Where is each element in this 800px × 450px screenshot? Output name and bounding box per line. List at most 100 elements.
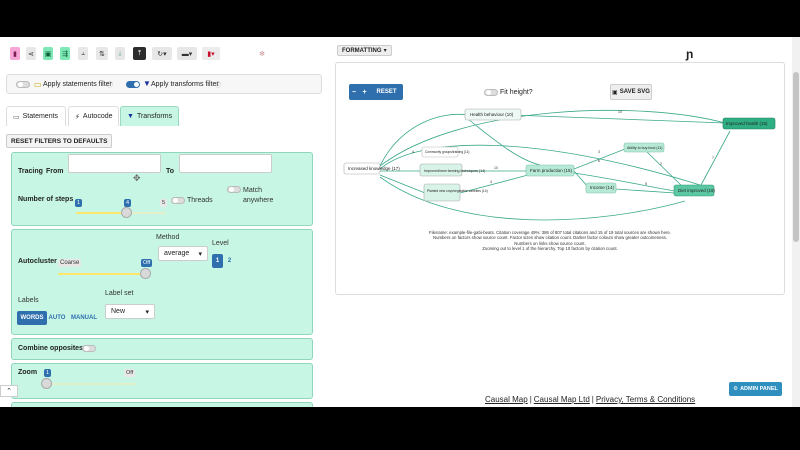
graph-reset-button[interactable]: RESET [376, 89, 397, 95]
tab-statements[interactable]: ▭ Statements [6, 106, 66, 126]
zoom-title: Zoom [18, 369, 38, 376]
autocluster-slider-handle[interactable] [140, 268, 151, 279]
graph-caption: Filename: example-file-gabi-beats. Citat… [400, 230, 700, 252]
zoom-slider-track[interactable] [46, 383, 136, 385]
threads-toggle[interactable] [171, 197, 185, 204]
footer-link-causal-map[interactable]: Causal Map [485, 395, 528, 404]
footer-separator: | [591, 395, 594, 404]
label-auto-button[interactable]: AUTO [48, 311, 66, 325]
reset-filters-button[interactable]: RESET FILTERS TO DEFAULTS [6, 134, 113, 148]
zoom-slider-handle[interactable] [41, 378, 52, 389]
graph-link [699, 130, 731, 188]
footer: Causal Map | Causal Map Ltd | Privacy, T… [485, 395, 695, 404]
tab-autocode[interactable]: ⚡ Autocode [68, 106, 119, 126]
graph-node[interactable] [722, 117, 776, 130]
graph-link [379, 113, 469, 167]
collapse-up-button[interactable]: ⌃ [0, 385, 18, 397]
graph-node[interactable] [423, 183, 461, 202]
zoom-out-icon[interactable]: − [351, 88, 357, 96]
zoom-in-icon[interactable]: + [362, 88, 367, 96]
graph-card [335, 62, 785, 295]
tracing-panel: Tracing From To ✥ Number of steps 1 4 5 … [11, 152, 313, 226]
statements-filter-toggle[interactable] [16, 81, 30, 88]
footer-link-privacy[interactable]: Privacy, Terms & Conditions [595, 395, 696, 404]
graph-node[interactable] [623, 142, 665, 153]
page-scrollbar-thumb[interactable] [793, 72, 799, 242]
graph-link-label: 7 [712, 156, 714, 160]
label-auto-text: AUTO [48, 315, 66, 321]
causal-graph[interactable]: 4 10 4 3 10 5 7 2 6 Increased knowledge … [340, 105, 780, 225]
graph-link [379, 144, 701, 186]
threads-label: Threads [187, 197, 213, 204]
level-2-label: 2 [227, 258, 232, 264]
graph-node[interactable] [673, 184, 715, 197]
combine-opposites-toggle[interactable] [82, 345, 96, 352]
steps-min-label: 1 [75, 199, 83, 207]
keyboard-dropdown-icon[interactable]: ▬▾ [177, 47, 197, 60]
match-anywhere-toggle[interactable] [227, 186, 241, 193]
graph-node[interactable] [464, 108, 522, 121]
graph-node[interactable] [525, 164, 575, 177]
chevron-down-icon: ▾ [383, 48, 387, 54]
graph-link [379, 109, 726, 167]
save-svg-button[interactable]: ▣ SAVE SVG [610, 84, 652, 100]
label-words-button[interactable]: WORDS [17, 311, 47, 325]
method-select[interactable]: average ▾ [158, 246, 208, 261]
help-icon[interactable]: ⓘ [107, 83, 114, 89]
level-label: Level [212, 240, 229, 247]
from-input[interactable] [68, 154, 161, 173]
save-icon: ▣ [612, 89, 618, 96]
steps-slider-handle[interactable] [121, 207, 132, 218]
tab-transforms[interactable]: ▼ Transforms [120, 106, 179, 126]
graph-link [459, 174, 529, 194]
graph-node[interactable] [343, 162, 381, 175]
to-input[interactable] [179, 154, 272, 173]
caption-line: Numbers on links show source count. [514, 240, 586, 246]
level-2-button[interactable]: 2 [224, 254, 235, 268]
dark-upload-icon[interactable]: ⤒ [133, 47, 146, 60]
refresh-dropdown-icon[interactable]: ↻▾ [152, 47, 172, 60]
download-icon[interactable]: ⤓ [115, 47, 125, 60]
caption-line: Zooming out to level 1 of the hierarchy.… [482, 246, 618, 252]
formatting-label: FORMATTING [342, 47, 382, 54]
match-anywhere-label: Match anywhere [243, 187, 274, 204]
graph-link-label: 10 [494, 166, 498, 170]
caption-line: Numbers on factors show source count. Fa… [432, 235, 668, 241]
fit-height-toggle[interactable] [484, 89, 498, 96]
tab-statements-label: Statements [22, 113, 59, 120]
zoom-off-label: Off [124, 369, 136, 377]
graph-node-label: Community groups/training (11) [425, 150, 469, 154]
label-set-select[interactable]: New ▾ [105, 304, 155, 319]
autocluster-panel: Autocluster Coarse Off Method average ▾ … [11, 229, 313, 335]
chevron-up-icon: ⌃ [6, 388, 12, 395]
graph-node[interactable] [421, 146, 459, 158]
graph-node-label: Ability to buy food (11) [627, 146, 663, 150]
graph-node[interactable] [419, 163, 463, 177]
label-set-value: New [111, 308, 126, 315]
admin-panel-label: ADMIN PANEL [740, 386, 778, 392]
footer-link-causal-map-ltd[interactable]: Causal Map Ltd [533, 395, 590, 404]
level-1-button[interactable]: 1 [212, 254, 223, 268]
graph-link-label: 2 [660, 162, 662, 166]
steps-label: Number of steps [18, 196, 74, 203]
caption-line: Filename: example-file-gabi-beats. Citat… [429, 230, 671, 235]
cog-icon[interactable]: ✻ [259, 50, 265, 58]
formatting-button[interactable]: FORMATTING ▾ [337, 45, 392, 56]
share-icon[interactable]: ⋖ [26, 47, 36, 60]
pink-square-icon[interactable]: ▮ [10, 47, 20, 60]
label-set-label: Label set [105, 290, 134, 297]
fork-icon[interactable]: ⫠ [78, 47, 88, 60]
graph-node[interactable] [585, 182, 617, 194]
document-red-icon[interactable]: ▮▾ [202, 47, 220, 60]
help-icon[interactable]: ⓘ [215, 83, 222, 89]
up-down-icon[interactable]: ⇅ [96, 47, 108, 60]
green-tile-icon[interactable]: ▣ [43, 47, 53, 60]
admin-panel-button[interactable]: ⚙ ADMIN PANEL [729, 382, 782, 396]
graph-link [614, 188, 676, 194]
steps-value-label: 4 [124, 199, 132, 207]
label-manual-button[interactable]: MANUAL [70, 311, 98, 325]
graph-node-label: Income (14) [590, 185, 615, 190]
merge-icon[interactable]: ⇶ [60, 47, 70, 60]
statements-filter-label: Apply statements filter [43, 81, 112, 88]
transforms-filter-toggle[interactable] [126, 81, 140, 88]
